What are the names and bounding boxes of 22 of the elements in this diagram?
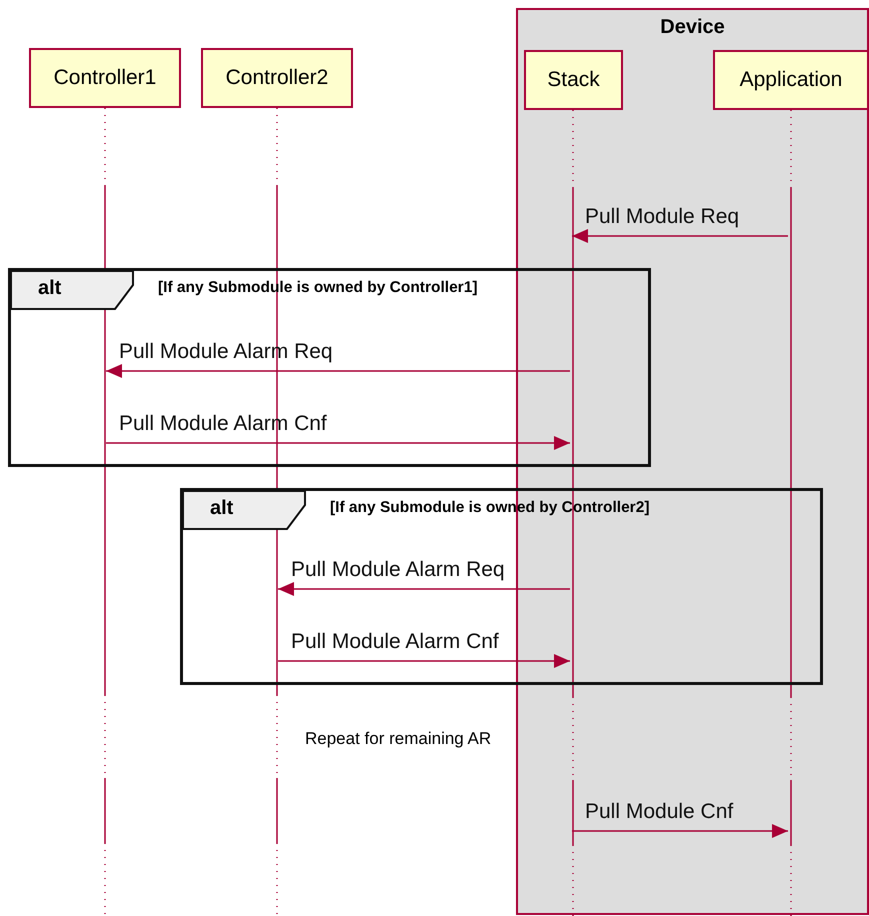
message-label: Pull Module Alarm Cnf	[291, 631, 499, 652]
lifeline	[572, 110, 574, 916]
message-arrow	[106, 436, 570, 450]
message-arrow	[106, 364, 570, 378]
lifeline	[790, 110, 792, 916]
message-arrow	[278, 654, 570, 668]
participant-box: Controller1	[29, 48, 181, 108]
message-arrow	[278, 582, 570, 596]
frame-operator: alt	[210, 496, 234, 521]
participant-box: Controller2	[201, 48, 353, 108]
message-label: Pull Module Cnf	[585, 801, 734, 822]
message-arrow	[572, 229, 788, 243]
lifeline	[104, 108, 106, 915]
note-text: Repeat for remaining AR	[305, 728, 492, 750]
message-label: Pull Module Req	[585, 206, 740, 227]
message-arrow	[572, 824, 788, 838]
group-title: Device	[659, 15, 726, 40]
lifeline	[276, 108, 278, 915]
message-label: Pull Module Alarm Req	[291, 559, 505, 580]
frame-operator: alt	[38, 276, 62, 301]
participant-box: Stack	[524, 50, 623, 110]
participant-box: Application	[713, 50, 869, 110]
